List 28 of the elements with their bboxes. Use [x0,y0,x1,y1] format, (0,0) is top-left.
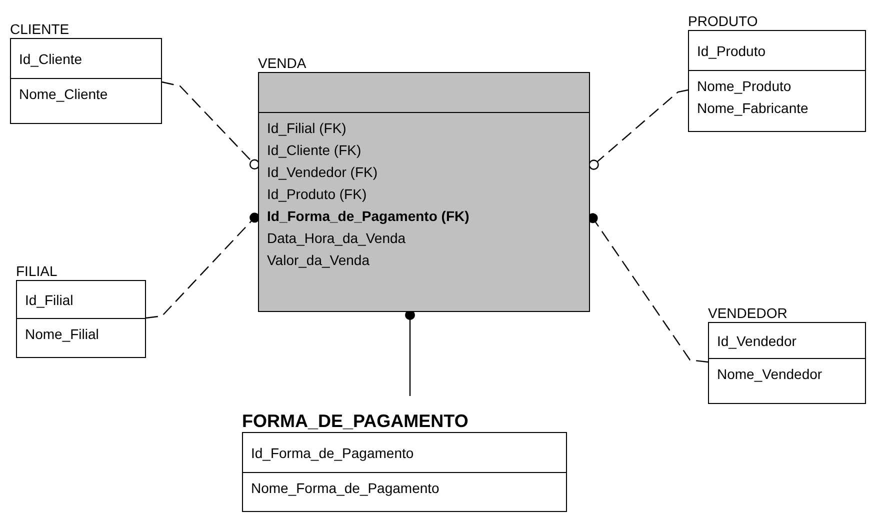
attribute: Nome_Fabricante [697,99,810,118]
attribute: Nome_Forma_de_Pagamento [251,479,440,498]
key-attribute: Id_Cliente [19,50,84,68]
attribute: Id_Cliente (FK) [267,141,362,160]
entity-name: FORMA_DE_PAGAMENTO [242,410,468,432]
relationship-line [162,81,260,170]
key-attribute: Id_Forma_de_Pagamento [251,444,415,462]
key-attribute: Id_Produto [697,42,766,60]
entity-name: VENDEDOR [708,304,788,322]
entity-name: FILIAL [16,262,58,280]
attribute: Id_Filial (FK) [267,119,348,138]
attribute: Id_Forma_de_Pagamento (FK) [267,207,470,226]
attribute: Id_Vendedor (FK) [267,163,379,182]
attribute: Valor_da_Venda [267,251,370,270]
attribute: Nome_Cliente [19,85,109,104]
entity-name: CLIENTE [10,20,70,38]
attribute: Nome_Produto [697,77,792,96]
entity-name: PRODUTO [688,12,758,30]
key-attribute: Id_Filial [25,290,74,308]
relationship-line [588,89,688,170]
attribute: Nome_Filial [25,325,100,344]
relationship-line [405,310,415,396]
attribute: Data_Hora_da_Venda [267,229,407,248]
key-attribute: Id_Vendedor [717,332,798,350]
entity-name: VENDA [258,54,306,72]
attribute: Nome_Vendedor [717,365,824,384]
relationship-line [146,212,260,319]
attribute: Id_Produto (FK) [267,185,368,204]
